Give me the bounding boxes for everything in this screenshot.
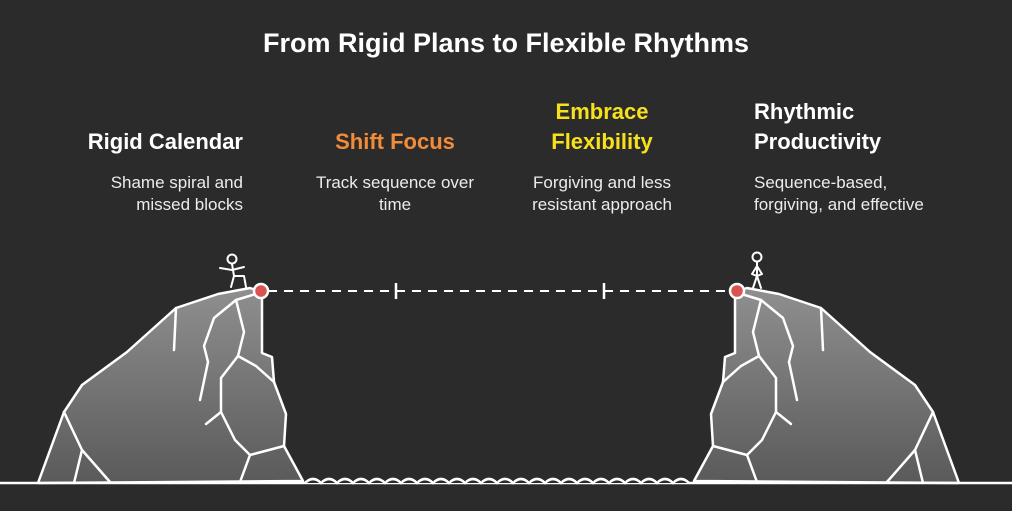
- person-sitting-icon: [219, 253, 247, 288]
- diagram-title: From Rigid Plans to Flexible Rhythms: [262, 28, 750, 58]
- step-2-heading-line-1: Shift Focus: [335, 129, 455, 154]
- step-3-heading-line-1: Embrace: [555, 99, 649, 124]
- left-cliff: [36, 286, 305, 485]
- step-2-description-line-1: Track sequence over: [315, 173, 475, 192]
- step-3-heading-line-2: Flexibility: [551, 129, 653, 154]
- step-4-description: Sequence-based, forgiving, and effective: [754, 172, 994, 216]
- step-2-heading: Shift Focus: [295, 127, 495, 157]
- step-4-heading-line-1: Rhythmic: [754, 99, 855, 124]
- step-4-description-line-1: Sequence-based,: [754, 173, 888, 192]
- step-1-description-line-1: Shame spiral and: [110, 173, 243, 192]
- end-marker: [728, 282, 746, 300]
- water-waves: [304, 477, 690, 485]
- step-4-heading-line-2: Productivity: [754, 129, 882, 154]
- step-2-description: Track sequence over time: [290, 172, 500, 216]
- step-4-description-line-2: forgiving, and effective: [754, 195, 924, 214]
- right-cliff: [692, 286, 961, 485]
- step-2-description-line-2: time: [378, 195, 412, 214]
- step-3-heading: Embrace Flexibility: [502, 97, 702, 157]
- step-1-description: Shame spiral and missed blocks: [60, 172, 243, 216]
- step-3-description-line-1: Forgiving and less: [533, 173, 671, 192]
- step-3-description: Forgiving and less resistant approach: [497, 172, 707, 216]
- person-standing-icon: [751, 251, 763, 289]
- start-marker: [252, 282, 270, 300]
- step-4-heading: Rhythmic Productivity: [754, 97, 984, 157]
- step-1-heading-line-1: Rigid Calendar: [87, 129, 243, 154]
- step-1-description-line-2: missed blocks: [136, 195, 243, 214]
- step-1-heading: Rigid Calendar: [60, 127, 243, 157]
- step-3-description-line-2: resistant approach: [532, 195, 672, 214]
